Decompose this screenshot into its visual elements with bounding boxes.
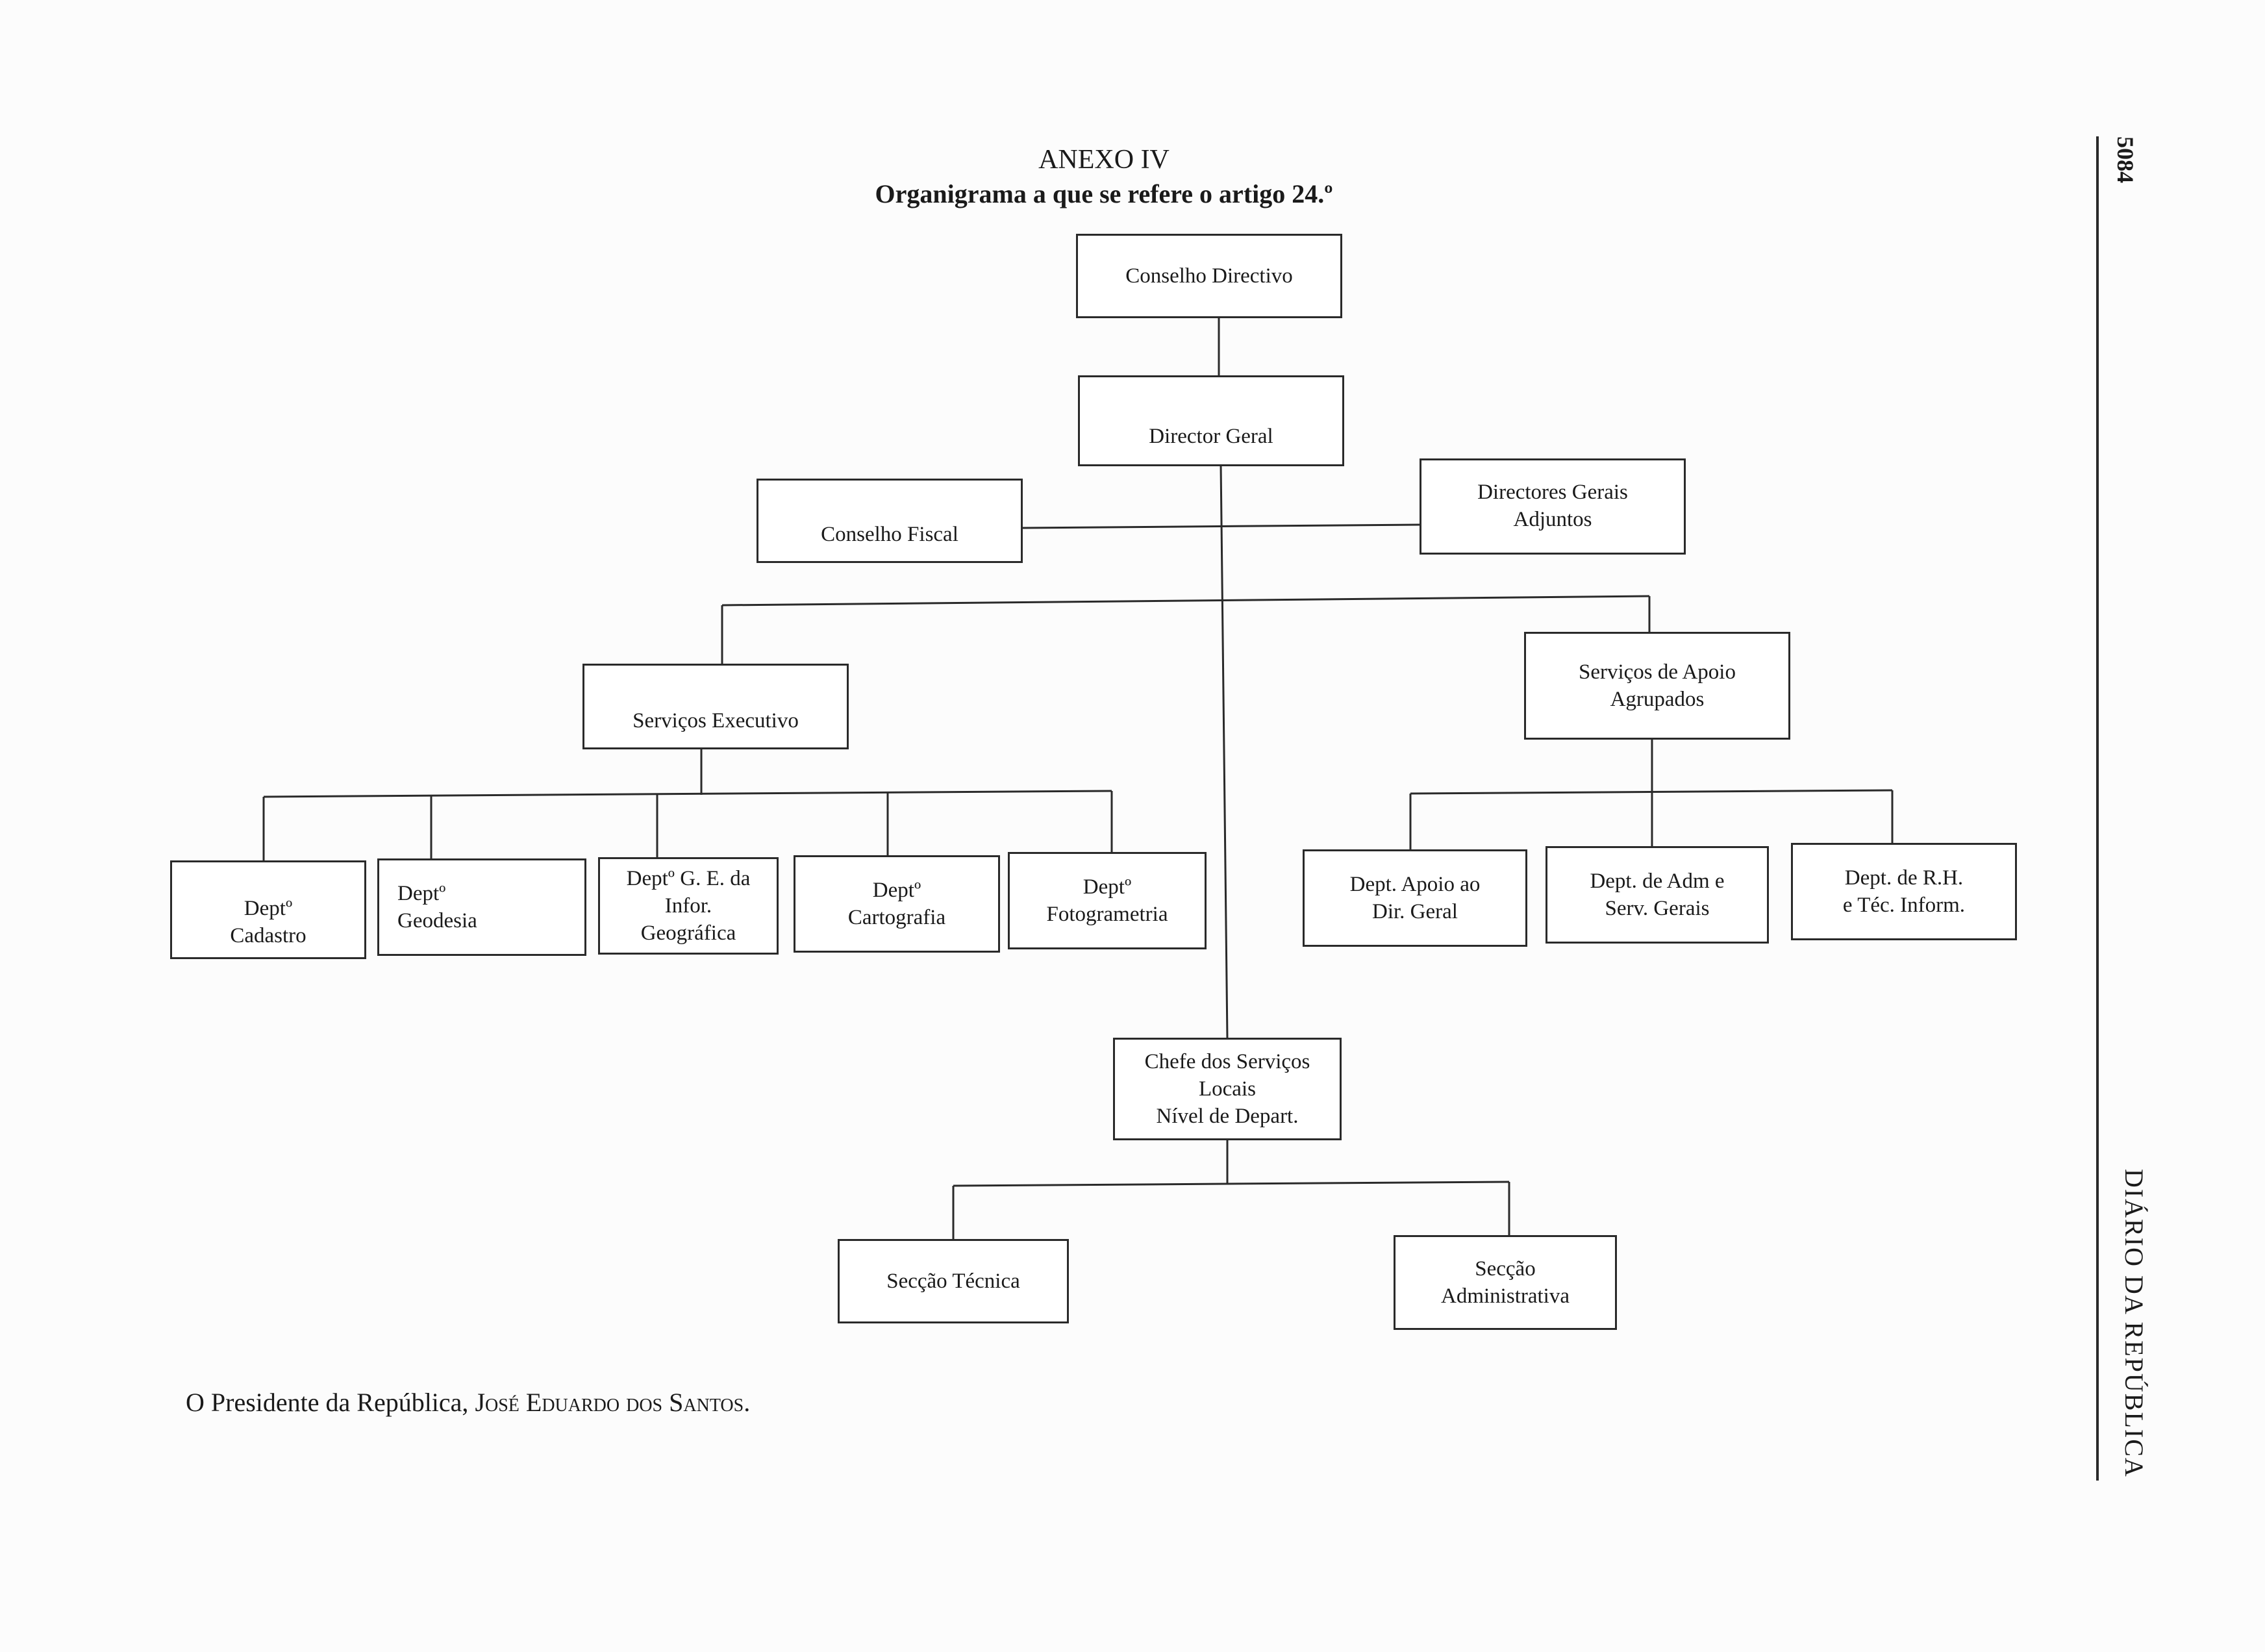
box-directores-gerais-adjuntos: Directores Gerais Adjuntos: [1420, 458, 1686, 555]
connector-chefe-bar: [953, 1181, 1510, 1187]
box-servicos-executivo: Serviços Executivo: [582, 664, 849, 749]
connector-director-trunk: [1220, 464, 1229, 1040]
annex-subtitle: Organigrama a que se refere o artigo 24.…: [875, 179, 1333, 208]
box-dept-cartografia: Deptº Cartografia: [794, 855, 1000, 953]
box-seccao-tecnica: Secção Técnica: [838, 1239, 1069, 1323]
box-chefe-servicos-locais: Chefe dos Serviços Locais Nível de Depar…: [1113, 1038, 1342, 1140]
signature-name: José Eduardo dos Santos.: [475, 1388, 751, 1417]
box-dept-adm-serv-gerais: Dept. de Adm e Serv. Gerais: [1545, 846, 1769, 944]
connector-fiscal-adjuntos: [1021, 523, 1421, 529]
box-dept-cadastro: Deptº Cadastro: [170, 860, 366, 959]
connector-exec-bar: [263, 790, 1112, 798]
page-number: 5084: [2112, 136, 2138, 183]
box-dept-geodesia: Deptº Geodesia: [377, 858, 586, 956]
box-dept-fotogrametria: Deptº Fotogrametria: [1008, 852, 1207, 949]
signature-prefix: O Presidente da República,: [186, 1388, 475, 1417]
journal-name: DIÁRIO DA REPÚBLICA: [2120, 1169, 2149, 1478]
box-director-geral: Director Geral: [1078, 375, 1344, 466]
annex-title: ANEXO IV: [1038, 145, 1170, 175]
box-conselho-fiscal: Conselho Fiscal: [757, 479, 1023, 563]
box-dept-apoio-dir-geral: Dept. Apoio ao Dir. Geral: [1303, 849, 1527, 947]
box-dept-rh-tec-inform: Dept. de R.H. e Téc. Inform.: [1791, 843, 2017, 940]
box-servicos-apoio-agrupados: Serviços de Apoio Agrupados: [1524, 632, 1790, 740]
connector-services-bar: [721, 595, 1650, 607]
box-dept-ge-informacao-geografica: Deptº G. E. da Infor. Geográfica: [598, 857, 779, 955]
president-signature: O Presidente da República, José Eduardo …: [186, 1386, 750, 1419]
box-seccao-administrativa: Secção Administrativa: [1394, 1235, 1617, 1330]
box-conselho-directivo: Conselho Directivo: [1076, 234, 1342, 318]
connector-apoio-bar: [1410, 789, 1893, 795]
margin-rule: [2096, 136, 2099, 1481]
